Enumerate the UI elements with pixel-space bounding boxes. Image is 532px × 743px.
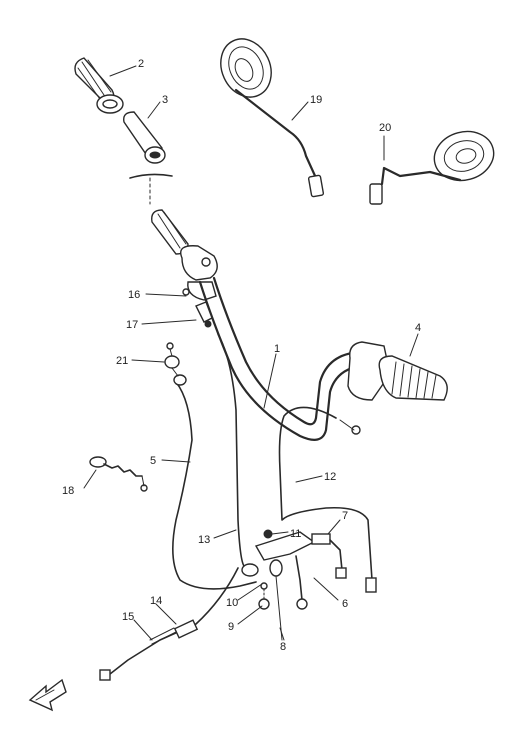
cable-13-part [217,333,245,567]
cable-12-end-part [365,577,377,593]
callout-18: 18 [62,485,74,497]
front-arrow-icon [28,678,67,712]
leader-lines [83,65,419,641]
callout-8: 8 [280,641,286,653]
throttle-sleeve-part [123,111,166,164]
callout-11: 11 [290,528,301,540]
callout-6: 6 [342,598,348,610]
callout-16: 16 [128,289,140,301]
callout-9: 9 [228,621,234,633]
mirror-left-part [220,38,325,198]
right-grip-part [339,341,448,435]
callout-7: 7 [342,510,348,522]
callout-2: 2 [138,58,144,70]
junction-assembly [241,529,347,641]
callout-21: 21 [116,355,128,367]
callout-10: 10 [226,597,238,609]
callout-14: 14 [150,595,162,607]
callout-4: 4 [415,322,421,334]
callout-17: 17 [126,319,138,331]
mirror-right-part [369,130,495,205]
callout-5: 5 [150,455,156,467]
cable-12-part [278,406,373,581]
callout-1: 1 [274,343,280,355]
callout-13: 13 [198,534,210,546]
cable-5-part [172,381,257,590]
callout-19: 19 [310,94,322,106]
callout-12: 12 [324,471,336,483]
switch-21-part [164,342,187,386]
bracket-16-17-part [182,288,213,328]
spring-18-part [89,456,148,492]
callout-20: 20 [379,122,391,134]
left-grip-part [74,57,124,114]
clip-part [129,173,173,179]
left-switch-assembly [151,209,218,301]
cable-14-15-part [99,567,239,681]
callout-3: 3 [162,94,168,106]
callout-labels: 2 3 19 20 16 17 4 21 1 5 12 18 13 11 7 1… [62,58,421,653]
callout-15: 15 [122,611,134,623]
